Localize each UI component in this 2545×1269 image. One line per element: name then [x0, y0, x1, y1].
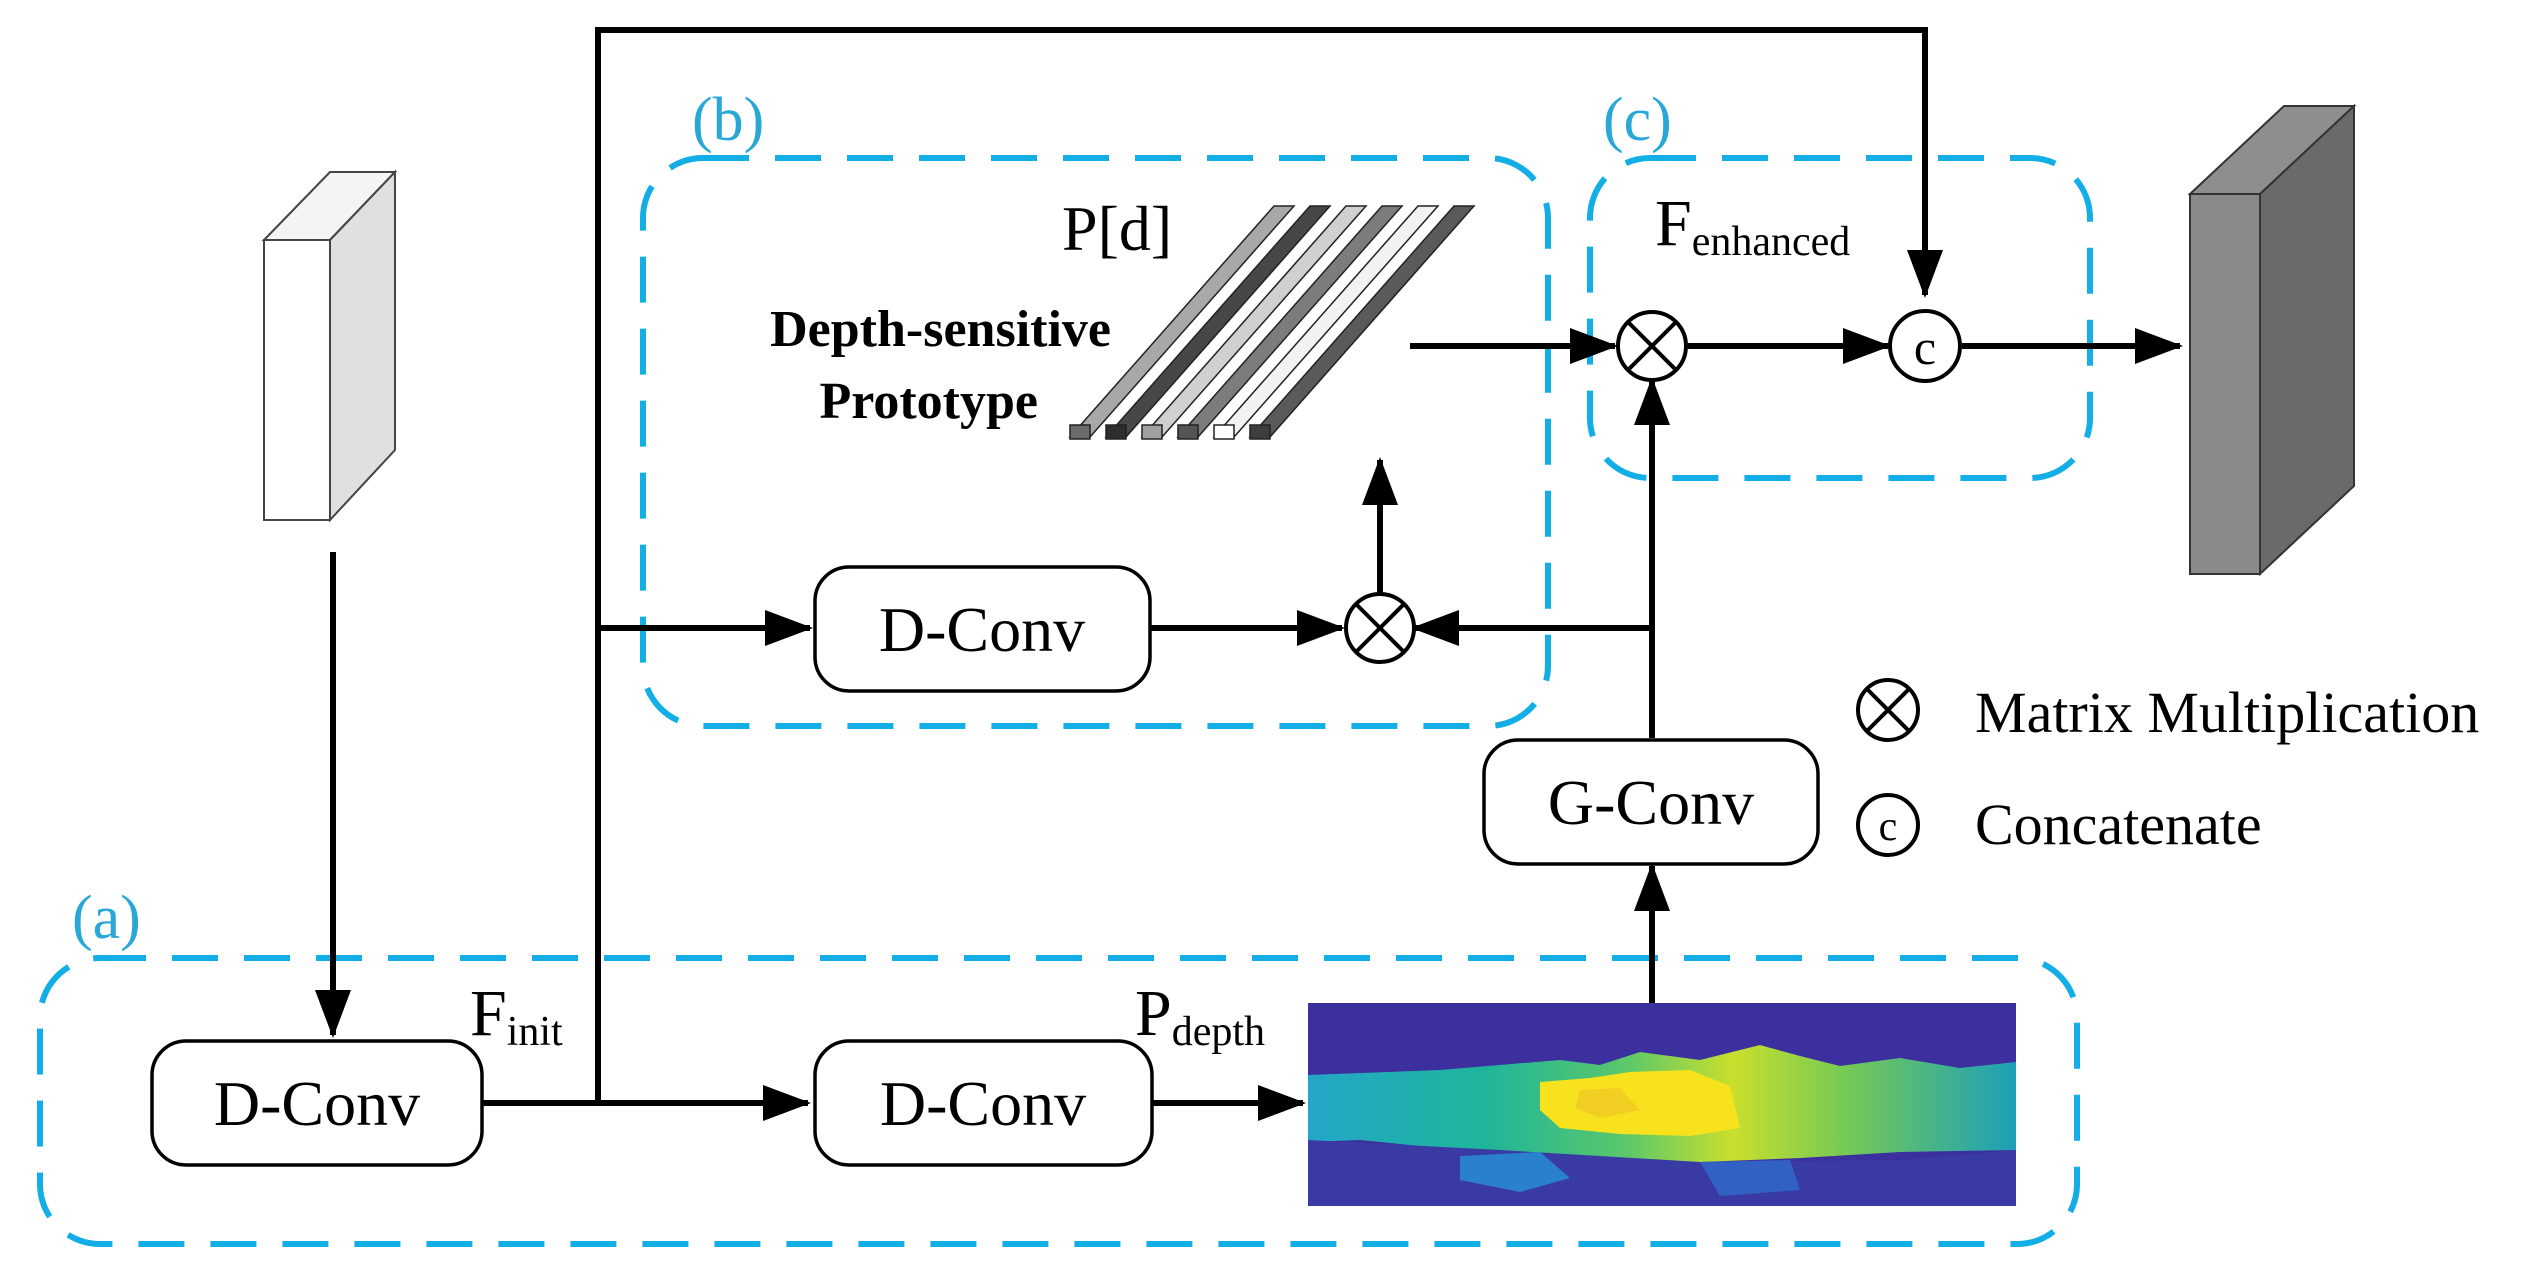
legend-concat-label: Concatenate [1975, 792, 2262, 857]
f-init-label: Finit [470, 977, 563, 1055]
output-feature-block [2187, 103, 2357, 577]
legend-concat-glyph: c [1879, 804, 1898, 850]
section-label-c: (c) [1603, 86, 1672, 154]
prototype-label-line2: Prototype [819, 373, 1038, 430]
legend: Matrix Multiplication c Concatenate [1856, 678, 2479, 857]
connection-wires [315, 27, 2183, 1121]
legend-matmul-icon [1856, 678, 1920, 742]
section-label-b: (b) [692, 86, 764, 154]
dconv-init-block [150, 1039, 484, 1167]
gconv-label: G-Conv [1548, 767, 1754, 838]
dconv-depth-block [813, 1039, 1154, 1167]
concat-operator-glyph: c [1914, 319, 1936, 375]
prototype-bars [1068, 205, 1476, 440]
matmul-operator-enhanced [1616, 310, 1688, 382]
depth-map-image [1308, 1003, 2016, 1206]
dconv-proto-block [813, 565, 1152, 693]
section-label-a: (a) [72, 884, 141, 952]
input-feature-block [261, 169, 398, 523]
dconv-init-label: D-Conv [214, 1068, 420, 1139]
p-depth-label: Pdepth [1135, 977, 1265, 1055]
prototype-label-line1: Depth-sensitive [770, 301, 1111, 358]
concat-operator: c [1888, 309, 1962, 383]
region-c-box [1587, 155, 2093, 481]
f-enhanced-label: Fenhanced [1655, 187, 1850, 265]
dconv-proto-label: D-Conv [879, 594, 1085, 665]
matmul-operator-proto [1344, 592, 1416, 664]
gconv-block [1482, 738, 1820, 866]
legend-matmul-label: Matrix Multiplication [1975, 680, 2479, 745]
p-d-label: P[d] [1062, 193, 1172, 264]
region-b-box [640, 155, 1551, 729]
dconv-depth-label: D-Conv [880, 1068, 1086, 1139]
legend-concat-icon: c [1856, 793, 1920, 857]
region-a-box [37, 955, 2080, 1247]
